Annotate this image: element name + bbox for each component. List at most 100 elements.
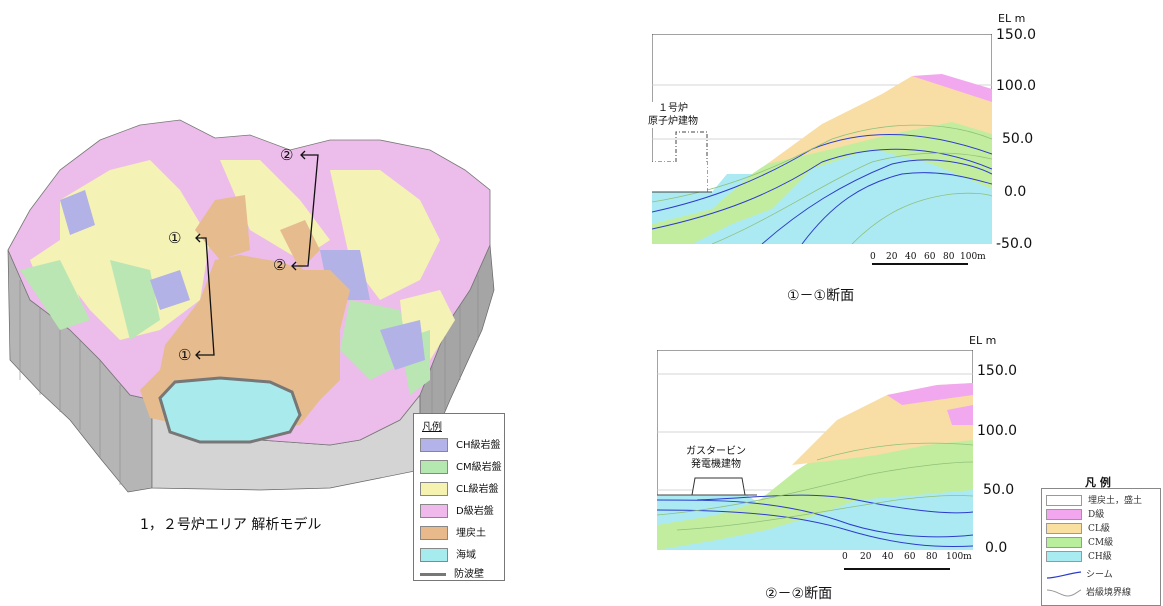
section1-caption: ①－①断面 — [787, 288, 855, 304]
model-legend: 凡例 CH級岩盤 CM級岩盤 CL級岩盤 D級岩盤 埋戻土 海域 防波壁 — [413, 413, 505, 581]
section1-scale-60: 60 — [924, 252, 936, 262]
section1-building-label-line1: １号炉 — [658, 103, 688, 114]
section-legend-item-cl: CL級 — [1046, 521, 1110, 534]
section-legend-label-cm: CM級 — [1088, 538, 1114, 548]
section2-ytick-0: 0.0 — [985, 540, 1008, 556]
section2-diagram — [657, 350, 973, 550]
section2-scale-bar — [844, 568, 950, 570]
section1-scale-bar — [872, 263, 968, 265]
section2-marker-top: ② — [280, 146, 294, 164]
section1-scale-100: 100m — [960, 252, 986, 262]
section2-ytick-50: 50.0 — [983, 482, 1015, 498]
legend-item-breakwater: 防波壁 — [420, 565, 484, 580]
section1-scale-80: 80 — [943, 252, 955, 262]
legend-swatch-ch — [420, 438, 448, 452]
section2-scale-80: 80 — [926, 552, 938, 562]
section-legend-label-ch: CH級 — [1088, 552, 1112, 562]
section1-layer-d — [912, 74, 992, 102]
model-legend-title: 凡例 — [422, 422, 442, 433]
section2-building-label-line1: ガスタービン — [686, 446, 746, 457]
section-legend-item-ch: CH級 — [1046, 549, 1112, 562]
section1-ytick-100: 100.0 — [996, 78, 1037, 94]
section1-building-label-line2: 原子炉建物 — [648, 116, 698, 127]
section1-boundaries — [652, 124, 992, 244]
legend-swatch-cl — [420, 482, 448, 496]
legend-swatch-breakwater — [420, 572, 446, 576]
section1-marker-bottom: ① — [178, 346, 192, 364]
legend-label-backfill: 埋戻土 — [456, 528, 486, 539]
section-legend-label-boundary: 岩級境界線 — [1086, 588, 1132, 598]
legend-swatch-cm — [420, 460, 448, 474]
section2-scale-20: 20 — [860, 552, 872, 562]
section1-building-outline — [652, 131, 708, 192]
section2-boundaries — [657, 442, 973, 531]
legend-label-ch: CH級岩盤 — [456, 440, 501, 451]
section-legend-title: 凡 例 — [1085, 476, 1111, 489]
section2-scale-100: 100m — [946, 552, 972, 562]
legend-swatch-sea — [420, 548, 448, 562]
section-legend-swatch-fill — [1046, 495, 1082, 506]
section-legend-swatch-ch — [1046, 551, 1082, 562]
legend-label-breakwater: 防波壁 — [454, 569, 484, 580]
section-legend-item-d: D級 — [1046, 507, 1104, 520]
section-legend: 埋戻土，盛土 D級 CL級 CM級 CH級 シーム 岩級境界線 — [1041, 488, 1161, 606]
section-legend-seam-line — [1046, 570, 1082, 579]
section-legend-item-cm: CM級 — [1046, 535, 1113, 548]
section-legend-swatch-d — [1046, 509, 1082, 520]
legend-label-cm: CM級岩盤 — [456, 462, 502, 473]
legend-label-cl: CL級岩盤 — [456, 484, 499, 495]
legend-item-ch: CH級岩盤 — [420, 436, 501, 452]
section1-layer-cl — [767, 76, 992, 164]
section2-layer-cm — [657, 420, 973, 550]
section-arrowheads — [195, 150, 306, 360]
section-legend-label-d: D級 — [1088, 510, 1105, 520]
legend-item-sea: 海域 — [420, 546, 476, 562]
section1-scale-20: 20 — [886, 252, 898, 262]
section1-ytick-50: 50.0 — [1002, 131, 1034, 147]
legend-item-backfill: 埋戻土 — [420, 524, 486, 540]
section1-diagram — [652, 34, 992, 244]
section2-caption: ②－②断面 — [765, 586, 833, 602]
section-legend-swatch-cl — [1046, 523, 1082, 534]
section-legend-item-fill: 埋戻土，盛土 — [1046, 493, 1142, 506]
section2-scale-60: 60 — [904, 552, 916, 562]
section2-building-label-line2: 発電機建物 — [691, 459, 741, 470]
section1-unit-label: EL m — [998, 12, 1026, 25]
section2-building-label: ガスタービン 発電機建物 — [686, 445, 746, 471]
section2-scale-40: 40 — [882, 552, 894, 562]
section2-scale-0: 0 — [842, 552, 848, 562]
section1-ytick-neg50: -50.0 — [996, 236, 1033, 252]
section1-building-label: １号炉 原子炉建物 — [648, 102, 698, 128]
section2-layer-d-lens — [947, 405, 973, 425]
model-caption: 1，２号炉エリア 解析モデル — [140, 517, 322, 533]
section-legend-label-fill: 埋戻土，盛土 — [1088, 496, 1143, 506]
terrain-model-figure — [7, 119, 495, 493]
section2-unit-label: EL m — [969, 334, 997, 347]
legend-swatch-d — [420, 504, 448, 518]
section-legend-label-cl: CL級 — [1088, 524, 1110, 534]
section1-scale-0: 0 — [870, 252, 876, 262]
section2-ytick-150: 150.0 — [977, 363, 1018, 379]
legend-item-d: D級岩盤 — [420, 502, 494, 518]
section-legend-boundary-line — [1046, 589, 1082, 597]
section-legend-item-seam: シーム — [1046, 567, 1113, 580]
section-lines — [196, 154, 319, 356]
legend-label-sea: 海域 — [456, 550, 476, 561]
section1-layer-cm — [652, 104, 992, 244]
section1-marker-top: ① — [168, 229, 182, 247]
legend-swatch-backfill — [420, 526, 448, 540]
legend-label-d: D級岩盤 — [456, 506, 494, 517]
legend-item-cl: CL級岩盤 — [420, 480, 499, 496]
legend-item-cm: CM級岩盤 — [420, 458, 502, 474]
section1-ytick-150: 150.0 — [996, 27, 1037, 43]
section-legend-item-boundary: 岩級境界線 — [1046, 585, 1131, 598]
section2-ytick-100: 100.0 — [977, 423, 1018, 439]
section2-seams — [657, 494, 973, 548]
section2-marker-bottom: ② — [273, 256, 287, 274]
section2-building — [691, 477, 746, 496]
section1-scale-40: 40 — [905, 252, 917, 262]
zone-sea-area — [158, 376, 302, 444]
section1-building-base — [652, 162, 707, 192]
section2-layer-cl — [792, 383, 973, 465]
section-legend-label-seam: シーム — [1086, 570, 1113, 580]
